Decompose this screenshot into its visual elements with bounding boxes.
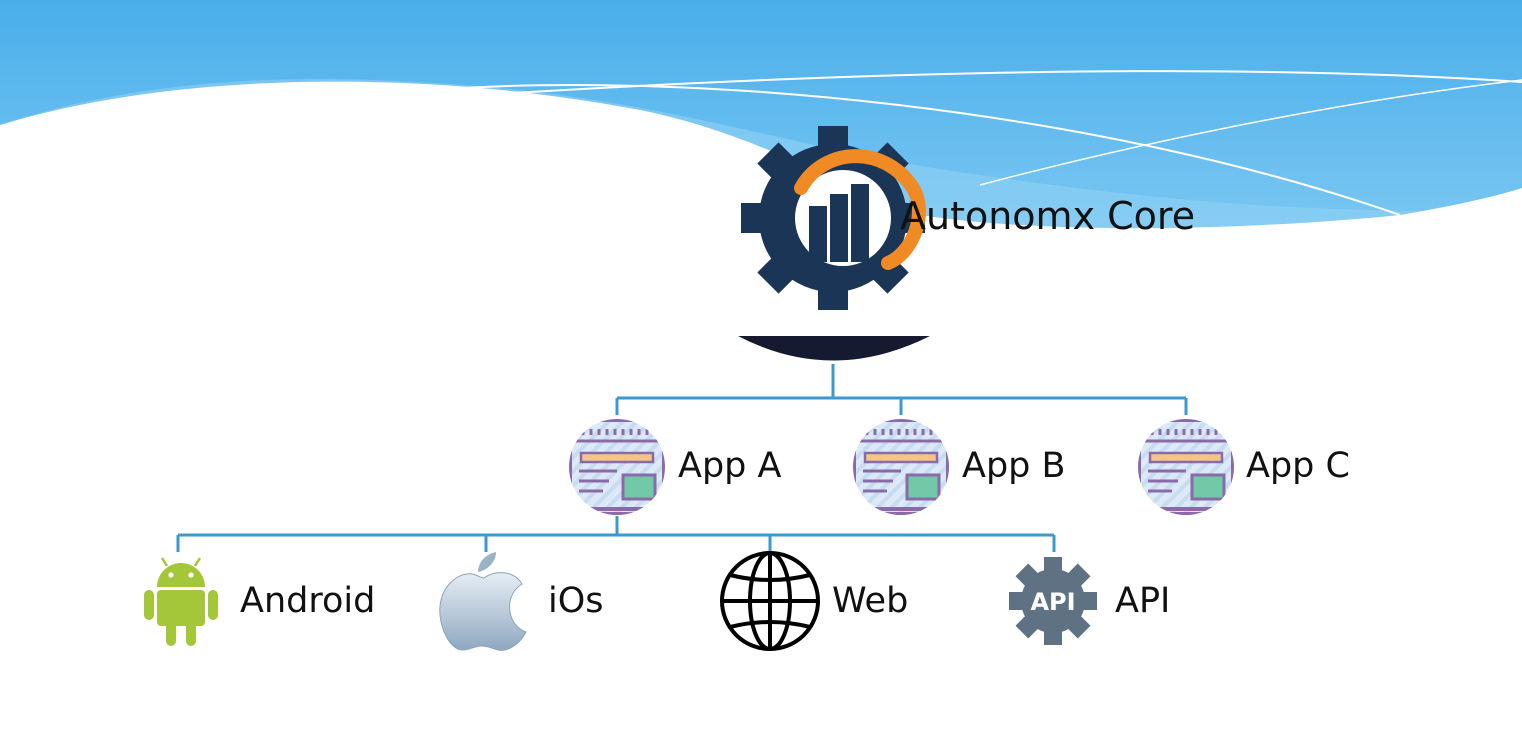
app-window-icon xyxy=(853,419,949,515)
app-c-label: App C xyxy=(1246,446,1350,486)
app-b-label: App B xyxy=(962,446,1066,486)
api-badge-text: API xyxy=(1030,588,1075,616)
app-a-label: App A xyxy=(678,446,782,486)
app-window-icon xyxy=(569,419,665,515)
ios-label: iOs xyxy=(548,581,604,621)
android-icon xyxy=(144,557,218,646)
connector-lines xyxy=(176,364,1188,552)
api-label: API xyxy=(1115,581,1171,621)
web-label: Web xyxy=(832,581,909,621)
app-window-icon xyxy=(1138,419,1234,515)
android-label: Android xyxy=(240,581,376,621)
core-base-arc xyxy=(738,336,930,361)
api-gear-icon: API xyxy=(1009,557,1097,645)
globe-icon xyxy=(720,551,820,651)
apple-icon xyxy=(439,552,527,651)
gear-chart-icon xyxy=(741,126,926,310)
core-label: Autonomx Core xyxy=(900,194,1196,238)
